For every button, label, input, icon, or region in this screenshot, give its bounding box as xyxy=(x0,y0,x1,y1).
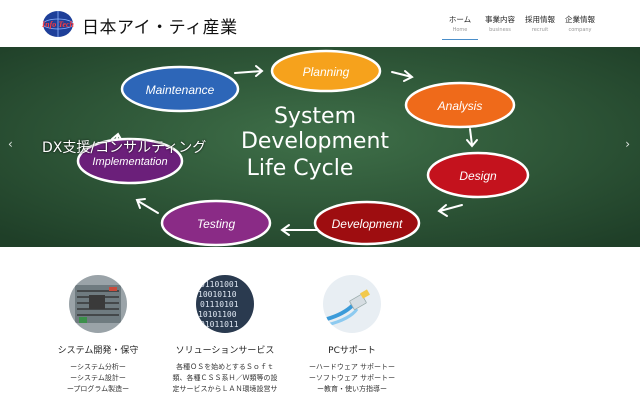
main-nav: ホーム Home 事業内容 business 採用情報 recruit 企業情報… xyxy=(440,14,600,40)
svg-text:01110101: 01110101 xyxy=(200,300,239,309)
nav-label: ホーム xyxy=(448,15,472,24)
nav-label: 採用情報 xyxy=(525,15,555,24)
service-name: ソリューションサービス xyxy=(175,346,275,356)
services-section: システム開発・保守 ーシステム分析ー ーシステム設計ー ープログラム製造ー 01… xyxy=(0,247,640,400)
service-line: ー教育・使い方指導ー xyxy=(317,385,387,393)
service-thumbnail-cable xyxy=(323,275,381,333)
service-line: ーシステム分析ー xyxy=(70,363,126,371)
service-description: 各種ＯＳを始めとするＳｏｆｔ 類、各種ＣＳＳ系Ｈ／Ｗ類等の設 定サービスからＬＡ… xyxy=(155,362,295,395)
center-title-line3: Life Cycle xyxy=(247,156,354,181)
svg-text:10010110: 10010110 xyxy=(198,290,237,299)
stage-label: Implementation xyxy=(92,156,167,168)
nav-business[interactable]: 事業内容 business xyxy=(480,14,520,40)
service-line: 類、各種ＣＳＳ系Ｈ／Ｗ類等の設 xyxy=(172,374,278,382)
center-title-line1: System xyxy=(274,104,356,129)
hero-slider: System Development Life Cycle Maintenanc… xyxy=(0,47,640,247)
stage-label: Planning xyxy=(303,65,350,79)
nav-recruit[interactable]: 採用情報 recruit xyxy=(520,14,560,40)
service-line: ープログラム製造ー xyxy=(66,385,130,393)
service-line: ーシステム設計ー xyxy=(70,374,126,382)
logo-text: Info Tech xyxy=(41,20,74,29)
nav-label: 企業情報 xyxy=(565,15,595,24)
site-header: Info Tech 日本アイ・ティ産業 ホーム Home 事業内容 busine… xyxy=(0,0,640,47)
stage-maintenance: Maintenance xyxy=(120,65,240,113)
slider-prev-button[interactable]: ‹ xyxy=(8,137,13,151)
service-name: システム開発・保守 xyxy=(57,346,139,356)
sdlc-diagram-image: System Development Life Cycle Maintenanc… xyxy=(0,47,640,247)
stage-testing: Testing xyxy=(160,199,272,247)
service-description: ーハードウェア サポートー ーソフトウェア サポートー ー教育・使い方指導ー xyxy=(282,362,422,395)
site-title[interactable]: 日本アイ・ティ産業 xyxy=(82,18,238,38)
nav-label: 事業内容 xyxy=(485,15,515,24)
hero-caption: DX支援/コンサルティング xyxy=(42,140,207,156)
service-thumbnail-binary: 01101001 10010110 01110101 10101100 0101… xyxy=(196,275,254,333)
stage-development: Development xyxy=(313,200,421,246)
nav-sub-label: Home xyxy=(452,27,468,33)
svg-text:01011011: 01011011 xyxy=(200,320,239,329)
service-description: ーシステム分析ー ーシステム設計ー ープログラム製造ー xyxy=(28,362,168,395)
nav-sub-label: company xyxy=(568,27,592,33)
service-system-development[interactable]: システム開発・保守 ーシステム分析ー ーシステム設計ー ープログラム製造ー xyxy=(28,275,168,395)
center-title-line2: Development xyxy=(241,129,389,154)
service-pc-support[interactable]: PCサポート ーハードウェア サポートー ーソフトウェア サポートー ー教育・使… xyxy=(282,275,422,395)
chevron-left-icon: ‹ xyxy=(8,137,13,151)
svg-text:01101001: 01101001 xyxy=(200,280,239,289)
service-line: 定サービスからＬＡＮ環境設営サ xyxy=(172,385,278,393)
stage-implementation: Implementation xyxy=(76,137,184,185)
slider-next-button[interactable]: › xyxy=(625,137,630,151)
cycle-arrows xyxy=(111,65,478,236)
service-line: ーハードウェア サポートー xyxy=(308,363,396,371)
chevron-right-icon: › xyxy=(625,137,630,151)
service-solution[interactable]: 01101001 10010110 01110101 10101100 0101… xyxy=(155,275,295,395)
company-logo[interactable]: Info Tech xyxy=(40,9,76,39)
stage-design: Design xyxy=(426,151,530,199)
stage-label: Analysis xyxy=(437,99,483,113)
stage-planning: Planning xyxy=(270,49,382,93)
service-line: ーソフトウェア サポートー xyxy=(308,374,396,382)
nav-company[interactable]: 企業情報 company xyxy=(560,14,600,40)
nav-sub-label: recruit xyxy=(531,27,549,33)
svg-text:10101100: 10101100 xyxy=(198,310,237,319)
stage-label: Design xyxy=(459,169,497,183)
stage-label: Maintenance xyxy=(146,83,215,97)
nav-sub-label: business xyxy=(489,27,511,33)
nav-home[interactable]: ホーム Home xyxy=(440,14,480,40)
service-thumbnail-circuit xyxy=(69,275,127,333)
stage-analysis: Analysis xyxy=(404,81,516,129)
stage-label: Testing xyxy=(197,217,236,231)
stage-label: Development xyxy=(332,217,403,231)
service-name: PCサポート xyxy=(328,346,376,356)
service-line: 各種ＯＳを始めとするＳｏｆｔ xyxy=(176,363,274,371)
